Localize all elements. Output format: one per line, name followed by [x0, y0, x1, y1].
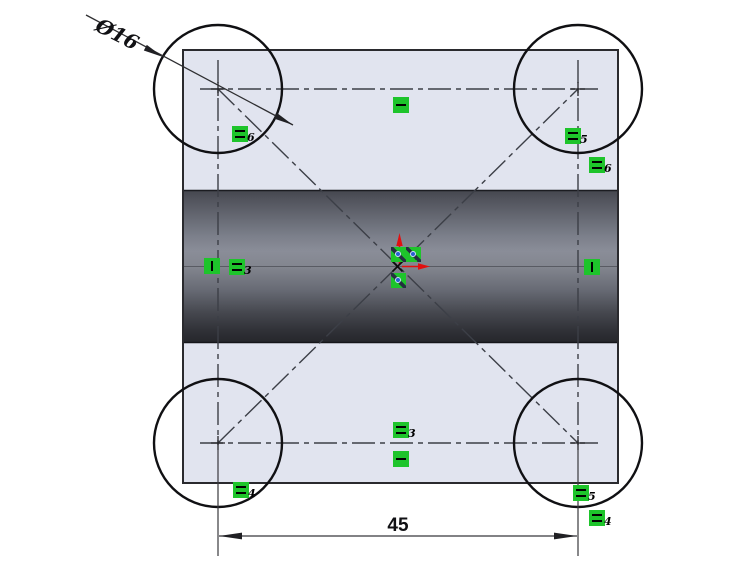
- diameter-leader-arrow-inner: [273, 112, 293, 125]
- coincident-point-glyph: [395, 251, 401, 257]
- relation-tag-number: 3: [408, 427, 416, 440]
- horizontal-relation-badge-top[interactable]: [393, 97, 409, 113]
- coincident-relation-badge-1[interactable]: [391, 247, 406, 262]
- coincident-relation-badge-3[interactable]: [391, 273, 406, 288]
- hole-circle-top-right[interactable]: [512, 23, 644, 155]
- equal-glyph: [232, 263, 242, 271]
- width-dimension-arrow-left: [219, 532, 242, 540]
- relation-tag-number: 4: [604, 515, 612, 528]
- equal-glyph: [592, 514, 602, 522]
- sketch-rectangle[interactable]: [182, 49, 619, 484]
- vertical-glyph: [590, 262, 594, 272]
- vertical-relation-badge-left[interactable]: [204, 258, 220, 274]
- construction-diagonal-1[interactable]: [217, 88, 579, 444]
- vertical-glyph: [210, 261, 214, 271]
- equal-relation-badge-left[interactable]: 3: [229, 259, 252, 276]
- horizontal-glyph: [396, 457, 406, 461]
- diameter-leader-line[interactable]: [85, 14, 294, 126]
- vertical-relation-badge-right[interactable]: [584, 259, 600, 275]
- coincident-point-glyph: [410, 251, 416, 257]
- origin-point-cross-2: [391, 260, 404, 273]
- equal-relation-badge-top-right-2[interactable]: 6: [589, 157, 612, 174]
- equal-glyph: [236, 486, 246, 494]
- horizontal-glyph: [396, 103, 406, 107]
- coincident-relation-badge-2[interactable]: [406, 247, 421, 262]
- horizontal-relation-badge-bottom[interactable]: [393, 451, 409, 467]
- relation-tag-number: 6: [604, 162, 612, 175]
- equal-glyph: [235, 130, 245, 138]
- origin-y-axis-arrow: [396, 233, 403, 246]
- equal-glyph: [576, 489, 586, 497]
- relation-tag-number: 5: [588, 490, 596, 503]
- equal-relation-badge-bottom-right-1[interactable]: 5: [573, 485, 596, 502]
- relation-tag-number: 6: [247, 131, 255, 144]
- relation-tag-number: 3: [244, 264, 252, 277]
- equal-relation-badge-bottom-right-2[interactable]: 4: [589, 510, 612, 527]
- width-dimension[interactable]: 45: [217, 450, 579, 556]
- hole-circle-top-left[interactable]: [152, 23, 284, 155]
- width-dimension-arrow-right: [554, 532, 577, 540]
- equal-relation-badge-top-left[interactable]: 6: [232, 126, 255, 143]
- equal-glyph: [396, 426, 406, 434]
- coincident-point-glyph: [395, 277, 401, 283]
- equal-relation-badge-bottom-left[interactable]: 4: [233, 482, 256, 499]
- equal-relation-badge-top-right-1[interactable]: 5: [565, 128, 588, 145]
- diameter-dimension-text[interactable]: Ø16: [91, 13, 143, 55]
- equal-glyph: [568, 132, 578, 140]
- width-dimension-text[interactable]: 45: [387, 515, 409, 536]
- construction-diagonal-2[interactable]: [217, 88, 579, 444]
- diameter-leader-arrow-outer: [143, 44, 163, 57]
- cylinder-body[interactable]: [183, 190, 618, 343]
- equal-glyph: [592, 161, 602, 169]
- equal-relation-badge-bottom-center[interactable]: 3: [393, 422, 416, 439]
- origin-x-axis-arrow: [418, 263, 430, 270]
- relation-tag-number: 5: [580, 133, 588, 146]
- relation-tag-number: 4: [248, 487, 256, 500]
